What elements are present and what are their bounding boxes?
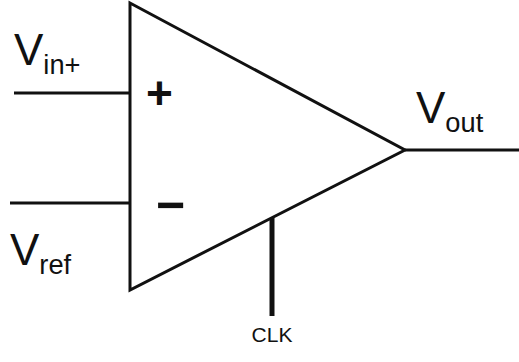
signal-name: Vin+ bbox=[14, 28, 81, 72]
signal-name: Vout bbox=[416, 86, 483, 130]
output-wire bbox=[405, 149, 519, 152]
polarity-sign: + bbox=[146, 70, 173, 116]
signal-name: Vref bbox=[10, 228, 71, 272]
reference-wire bbox=[10, 202, 130, 205]
pin-name: CLK bbox=[252, 324, 293, 345]
input-wire bbox=[14, 92, 130, 95]
clock-wire bbox=[270, 218, 275, 316]
polarity-sign: − bbox=[156, 180, 185, 230]
comparator-triangle bbox=[130, 3, 405, 290]
